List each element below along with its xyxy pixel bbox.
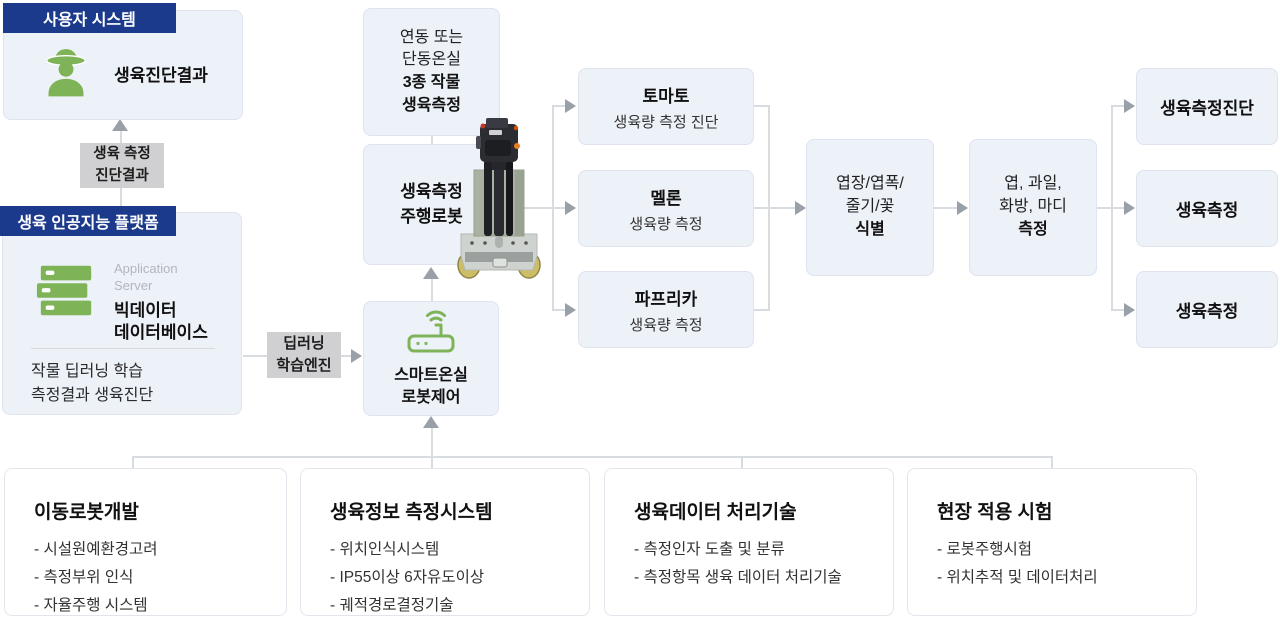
tech-box-mobile-robot: 이동로봇개발 - 시설원예환경고려 - 측정부위 인식 - 자율주행 시스템 [4,468,287,616]
tech-box-field-test: 현장 적용 시험 - 로봇주행시험 - 위치추적 및 데이터처리 [907,468,1197,616]
greenhouse-text: 연동 또는 단동온실 [399,28,464,69]
bottom-bracket-line [133,456,1053,458]
arrow-into-result-1 [1124,99,1135,113]
stub-measure-out [1097,207,1113,209]
measure-text: 엽, 과일, 화방, 마디 [999,175,1067,216]
application-server-caption: Application Server [114,261,178,293]
arrow-up-to-smart [423,416,439,428]
result-box-1: 생육측정진단 [1136,68,1278,145]
crop-box-tomato: 토마토 생육량 측정 진단 [578,68,754,145]
identify-text-bold: 식별 [855,220,885,238]
arrow-into-measure [957,201,968,215]
result-label: 생육측정진단 [1160,99,1254,118]
farmer-icon [38,45,94,102]
connector-smart-robot [431,279,433,302]
stub-melon-out [754,207,770,209]
crop-box-melon: 멜론 생육량 측정 [578,170,754,247]
arrow-into-melon [565,201,576,215]
connector-crop-3 [552,309,566,311]
crop-sub: 생육량 측정 [629,316,703,334]
tech-box-items: - 로봇주행시험 - 위치추적 및 데이터처리 [937,541,1098,586]
connector-result-2 [1111,207,1125,209]
connector-result-1 [1111,105,1125,107]
crop-name: 멜론 [650,188,682,208]
stub-paprika-out [754,309,770,311]
driving-robot-label: 생육측정 주행로봇 [400,181,463,226]
measure-box: 엽, 과일, 화방, 마디 측정 [969,139,1097,276]
tech-box-title: 생육정보 측정시스템 [330,502,493,523]
bigdata-database-label: 빅데이터 데이터베이스 [114,300,208,342]
robot-photo [455,118,543,287]
identify-box: 엽장/엽폭/ 줄기/꽃 식별 [806,139,934,276]
deep-learning-engine-label: 딥러닝 학습엔진 [267,332,341,378]
connector-crop-2 [552,207,566,209]
bracket-stub-3 [741,456,743,468]
tech-box-items: - 측정인자 도출 및 분류 - 측정항목 생육 데이터 처리기술 [634,541,842,586]
diagnosis-result-label: 생육 측정 진단결과 [80,143,164,188]
result-label: 생육측정 [1175,201,1239,220]
tech-box-growth-measurement: 생육정보 측정시스템 - 위치인식시스템 - IP55이상 6자유도이상 - 궤… [300,468,590,616]
connector-result-3 [1111,309,1125,311]
crop-sub: 생육량 측정 [629,215,703,233]
connector-robot-branch [524,207,554,209]
greenhouse-text-bold: 3종 작물 생육측정 [402,74,461,114]
tech-box-data-processing: 생육데이터 처리기술 - 측정인자 도출 및 분류 - 측정항목 생육 데이터 … [604,468,894,616]
greenhouse-box: 연동 또는 단동온실 3종 작물 생육측정 [363,8,500,136]
tech-box-items: - 위치인식시스템 - IP55이상 6자유도이상 - 궤적경로결정기술 [330,541,485,614]
crop-sub: 생육량 측정 진단 [613,113,719,131]
ai-platform-card: Application Server 빅데이터 데이터베이스 작물 딥러닝 학습… [2,212,242,415]
measure-text-bold: 측정 [1018,220,1048,238]
ai-platform-description: 작물 딥러닝 학습 측정결과 생육진단 [31,363,154,404]
arrow-up-to-user [112,119,128,131]
smart-control-box: 스마트온실 로봇제어 [363,301,499,416]
tech-box-title: 생육데이터 처리기술 [634,502,797,523]
arrow-into-identify [795,201,806,215]
result-label: 생육측정 [1175,302,1239,321]
connector-identify-measure [934,207,958,209]
bracket-stub-4 [1051,456,1053,468]
connector-crop-1 [552,105,566,107]
arrow-up-to-robot [423,267,439,279]
crop-box-paprika: 파프리카 생육량 측정 [578,271,754,348]
connector-greenhouse-robot [431,136,433,145]
user-system-header: 사용자 시스템 [3,3,176,33]
bracket-stub-1 [132,456,134,468]
arrow-into-paprika [565,303,576,317]
user-result-label: 생육진단결과 [114,65,208,85]
bracket-stub-2 [431,427,433,468]
router-icon [405,308,457,359]
ai-platform-header: 생육 인공지능 플랫폼 [0,206,176,236]
arrow-into-result-3 [1124,303,1135,317]
arrow-into-smart [351,349,362,363]
tech-box-title: 현장 적용 시험 [937,502,1053,523]
arrow-into-tomato [565,99,576,113]
ai-card-divider [31,348,215,349]
tech-box-title: 이동로봇개발 [34,502,139,523]
result-box-3: 생육측정 [1136,271,1278,348]
crop-name: 파프리카 [634,289,698,309]
arrow-into-result-2 [1124,201,1135,215]
smart-control-label: 스마트온실 로봇제어 [394,367,468,406]
server-icon [35,259,97,326]
connector-into-identify [768,207,796,209]
result-box-2: 생육측정 [1136,170,1278,247]
crop-name: 토마토 [642,86,690,106]
stub-tomato-out [754,105,770,107]
tech-box-items: - 시설원예환경고려 - 측정부위 인식 - 자율주행 시스템 [34,541,158,614]
identify-text: 엽장/엽폭/ 줄기/꽃 [836,175,904,216]
